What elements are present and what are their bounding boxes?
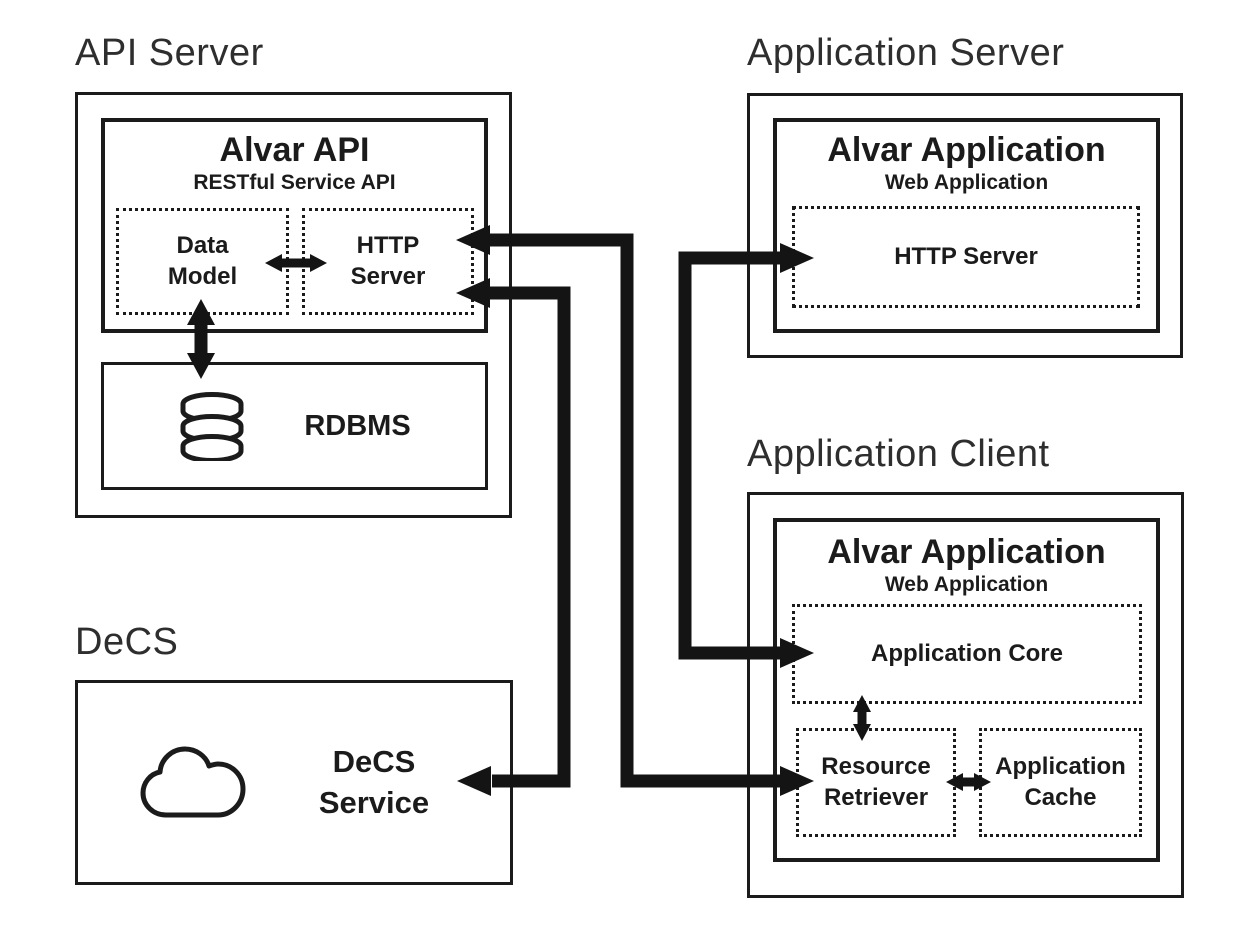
api-http-server-box: HTTP Server [302,208,474,315]
alvar-application-server-subtitle: Web Application [884,171,1049,194]
application-core-box: Application Core [792,604,1142,704]
alvar-application-server-title: Alvar Application [827,131,1106,169]
application-cache-label: Application Cache [995,752,1126,811]
data-model-box: Data Model [116,208,289,315]
decs-label: DeCS [75,621,179,663]
alvar-api-title: Alvar API [219,131,370,169]
cloud-icon [140,746,246,817]
app-http-server-box: HTTP Server [792,206,1140,308]
alvar-application-client-heading: Alvar Application Web Application [773,532,1160,597]
app-http-server-label: HTTP Server [894,242,1038,270]
decs-service-label: DeCS Service [318,744,430,820]
alvar-application-client-subtitle: Web Application [884,573,1049,596]
api-http-server-label: HTTP Server [350,231,426,290]
resource-retriever-label: Resource Retriever [821,752,931,811]
api-server-label: API Server [75,32,264,74]
database-icon [180,392,244,461]
application-core-label: Application Core [870,639,1063,667]
alvar-application-client-title: Alvar Application [827,533,1106,571]
application-client-label: Application Client [747,433,1050,475]
alvar-application-server-module-box [773,118,1160,333]
decs-service-box: DeCS Service [75,680,513,885]
application-server-label: Application Server [747,32,1065,74]
data-model-label: Data Model [167,231,238,290]
rdbms-label: RDBMS [304,409,411,442]
resource-retriever-box: Resource Retriever [796,728,956,837]
alvar-api-subtitle: RESTful Service API [193,171,396,194]
rdbms-box: RDBMS [101,362,488,490]
application-server-outer-box [747,93,1183,358]
alvar-application-server-heading: Alvar Application Web Application [773,130,1160,195]
application-cache-box: Application Cache [979,728,1142,837]
alvar-api-heading: Alvar API RESTful Service API [101,130,488,195]
